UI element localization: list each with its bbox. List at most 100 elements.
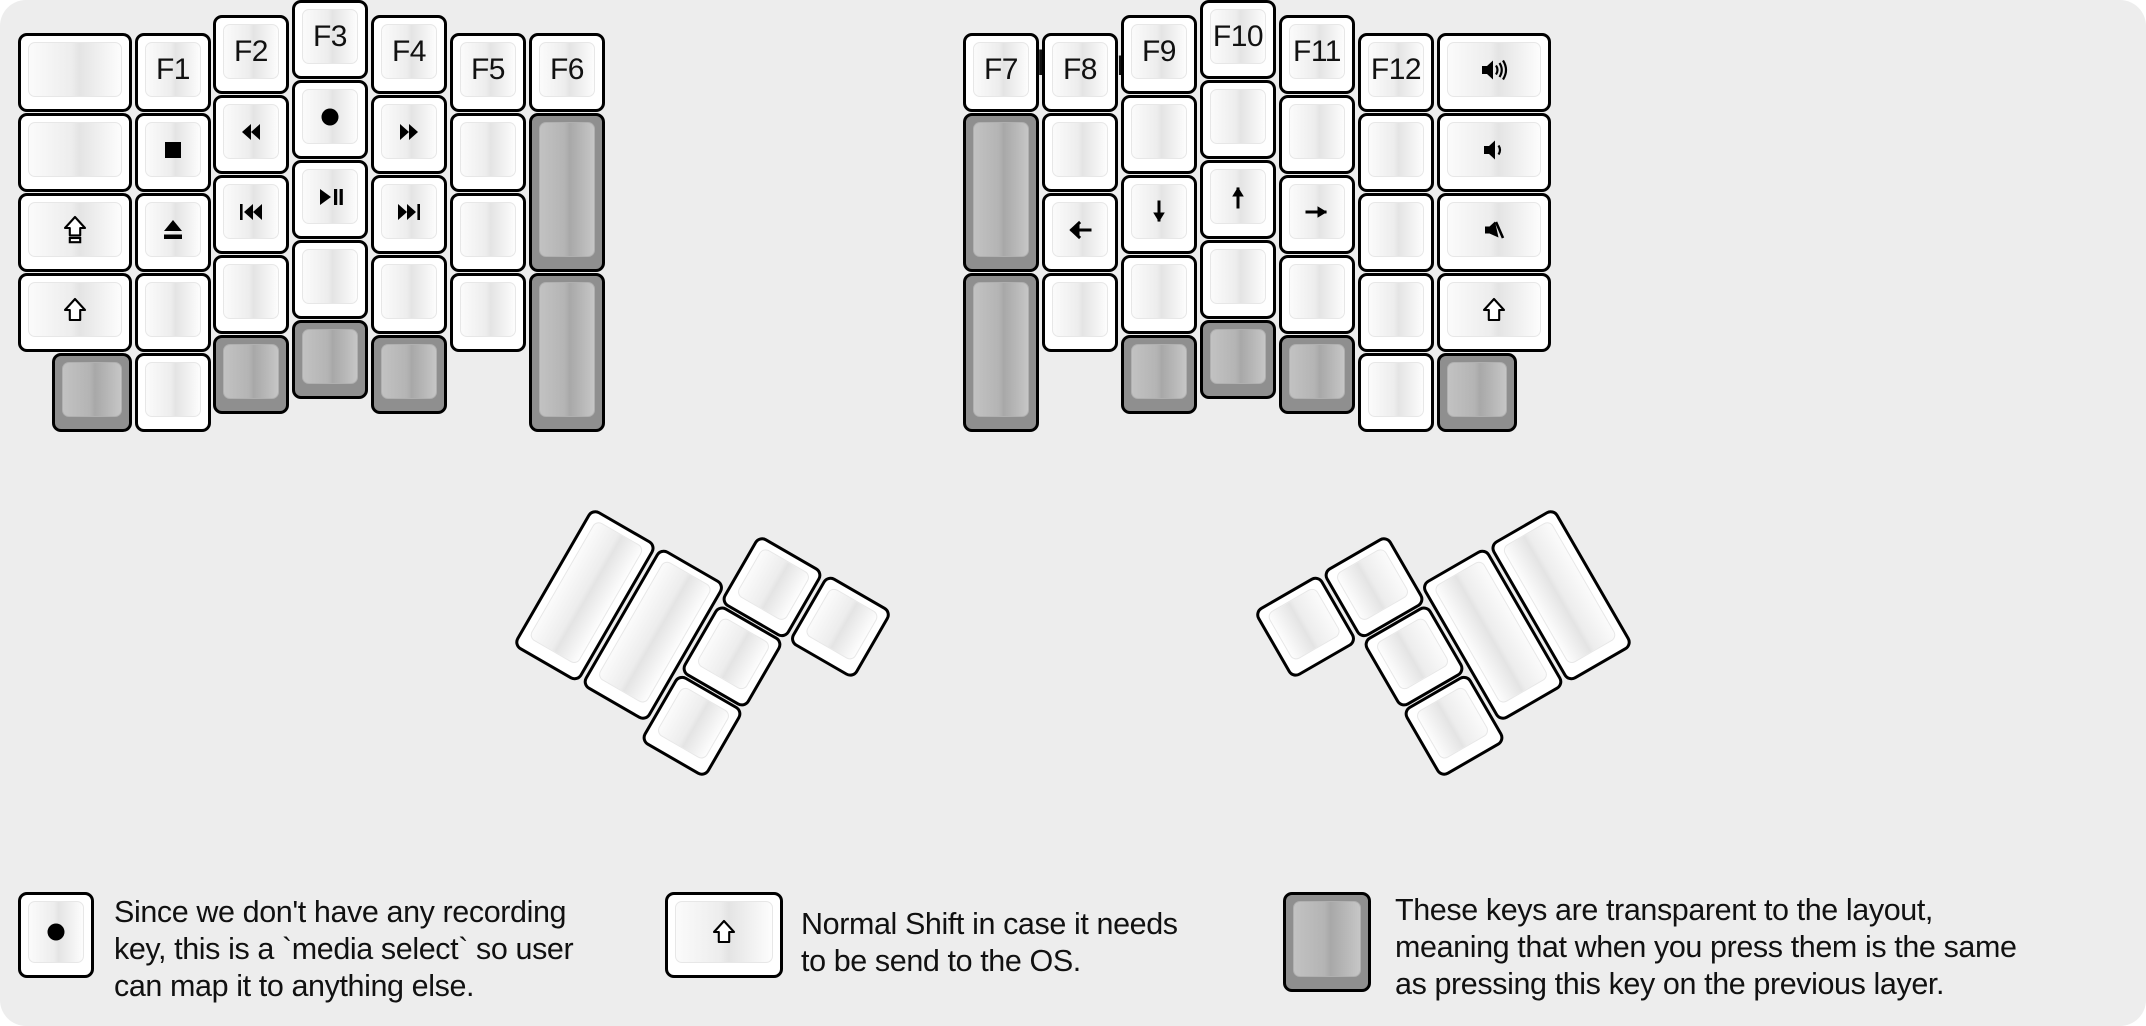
key-right-pinky-1[interactable]: F12 — [1358, 33, 1434, 112]
key-right-ring-1[interactable]: F11 — [1279, 15, 1355, 94]
key-right-outer-pinky-5[interactable] — [1437, 353, 1517, 432]
key-right-middle-5[interactable] — [1200, 320, 1276, 399]
key-right-outer-pinky-3[interactable] — [1437, 193, 1551, 272]
key-right-middle-2[interactable] — [1200, 80, 1276, 159]
key-left-pinky-5[interactable] — [135, 353, 211, 432]
keycap-surface — [1289, 104, 1345, 159]
keycap-surface: F10 — [1210, 9, 1266, 64]
keycap-surface — [539, 282, 595, 417]
key-left-middle-5[interactable] — [292, 320, 368, 399]
key-left-ring-4[interactable] — [213, 255, 289, 334]
key-right-ring-5[interactable] — [1279, 335, 1355, 414]
key-left-index-5[interactable] — [371, 335, 447, 414]
key-right-pinky-3[interactable] — [1358, 193, 1434, 272]
keycap-surface — [28, 122, 122, 177]
key-left-inner-index-2[interactable] — [450, 113, 526, 192]
key-right-middle-3[interactable] — [1200, 160, 1276, 239]
key-label: F5 — [470, 52, 506, 86]
keycap-surface — [302, 329, 358, 384]
key-left-index-2[interactable] — [371, 95, 447, 174]
keycap-surface: F11 — [1289, 24, 1345, 79]
key-right-pinky-4[interactable] — [1358, 273, 1434, 352]
key-left-outer-pinky-5[interactable] — [52, 353, 132, 432]
media-record-icon — [310, 97, 350, 137]
keycap-surface — [1052, 282, 1108, 337]
keycap-surface — [1414, 685, 1491, 761]
media-playpause-icon — [310, 177, 350, 217]
key-right-ring-4[interactable] — [1279, 255, 1355, 334]
key-right-innermost-2[interactable] — [963, 113, 1039, 272]
media-prev-icon — [231, 192, 271, 232]
key-left-inner-index-4[interactable] — [450, 273, 526, 352]
key-label: F1 — [155, 52, 191, 86]
key-left-outer-pinky-3[interactable] — [18, 193, 132, 272]
key-left-index-1[interactable]: F4 — [371, 15, 447, 94]
key-right-outer-pinky-2[interactable] — [1437, 113, 1551, 192]
keycap-surface — [302, 169, 358, 224]
key-left-outer-pinky-1[interactable] — [18, 33, 132, 112]
key-left-middle-2[interactable] — [292, 80, 368, 159]
keycap-surface: F9 — [1131, 24, 1187, 79]
key-right-pinky-2[interactable] — [1358, 113, 1434, 192]
keycap-surface — [695, 616, 772, 692]
key-right-innermost-3[interactable] — [963, 273, 1039, 432]
key-right-index-2[interactable] — [1121, 95, 1197, 174]
key-right-index-5[interactable] — [1121, 335, 1197, 414]
keycap-surface — [1210, 249, 1266, 304]
keycap-surface — [223, 344, 279, 399]
thumb-cluster-right — [1247, 455, 1644, 823]
key-right-ring-3[interactable] — [1279, 175, 1355, 254]
key-right-pinky-5[interactable] — [1358, 353, 1434, 432]
key-right-inner-index-3[interactable] — [1042, 193, 1118, 272]
key-right-outer-pinky-4[interactable] — [1437, 273, 1551, 352]
media-stop-icon — [153, 130, 193, 170]
key-left-pinky-2[interactable] — [135, 113, 211, 192]
keycap-surface: F4 — [381, 24, 437, 79]
key-label: F8 — [1062, 52, 1098, 86]
key-left-outer-pinky-2[interactable] — [18, 113, 132, 192]
media-record-icon — [36, 912, 76, 952]
key-left-inner-index-1[interactable]: F5 — [450, 33, 526, 112]
key-left-index-4[interactable] — [371, 255, 447, 334]
key-right-inner-index-4[interactable] — [1042, 273, 1118, 352]
keycap-surface: F1 — [145, 42, 201, 97]
key-left-ring-3[interactable] — [213, 175, 289, 254]
key-left-pinky-4[interactable] — [135, 273, 211, 352]
key-left-outer-pinky-4[interactable] — [18, 273, 132, 352]
keycap-surface — [145, 202, 201, 257]
volume-mute-icon — [1474, 210, 1514, 250]
key-right-innermost-1[interactable]: F7 — [963, 33, 1039, 112]
key-right-ring-2[interactable] — [1279, 95, 1355, 174]
key-left-middle-3[interactable] — [292, 160, 368, 239]
key-right-inner-index-2[interactable] — [1042, 113, 1118, 192]
key-right-index-3[interactable] — [1121, 175, 1197, 254]
key-left-pinky-3[interactable] — [135, 193, 211, 272]
key-left-inner-index-3[interactable] — [450, 193, 526, 272]
key-right-middle-4[interactable] — [1200, 240, 1276, 319]
key-label: F12 — [1370, 52, 1422, 86]
keycap-surface — [1293, 901, 1361, 977]
key-left-innermost-2[interactable] — [529, 113, 605, 272]
keycap-surface — [1289, 344, 1345, 399]
key-left-ring-2[interactable] — [213, 95, 289, 174]
key-left-ring-5[interactable] — [213, 335, 289, 414]
keycap-surface — [223, 264, 279, 319]
key-right-inner-index-1[interactable]: F8 — [1042, 33, 1118, 112]
key-left-index-3[interactable] — [371, 175, 447, 254]
keycap-surface — [1131, 344, 1187, 399]
key-left-pinky-1[interactable]: F1 — [135, 33, 211, 112]
key-right-middle-1[interactable]: F10 — [1200, 0, 1276, 79]
key-right-index-4[interactable] — [1121, 255, 1197, 334]
key-left-innermost-3[interactable] — [529, 273, 605, 432]
key-left-middle-4[interactable] — [292, 240, 368, 319]
key-right-index-1[interactable]: F9 — [1121, 15, 1197, 94]
key-left-innermost-1[interactable]: F6 — [529, 33, 605, 112]
key-left-ring-1[interactable]: F2 — [213, 15, 289, 94]
key-right-outer-pinky-1[interactable] — [1437, 33, 1551, 112]
keycap-surface — [460, 202, 516, 257]
keycap-surface — [381, 264, 437, 319]
shift-icon — [704, 912, 744, 952]
keycap-surface — [1447, 362, 1507, 417]
keycap-surface — [145, 122, 201, 177]
key-left-middle-1[interactable]: F3 — [292, 0, 368, 79]
